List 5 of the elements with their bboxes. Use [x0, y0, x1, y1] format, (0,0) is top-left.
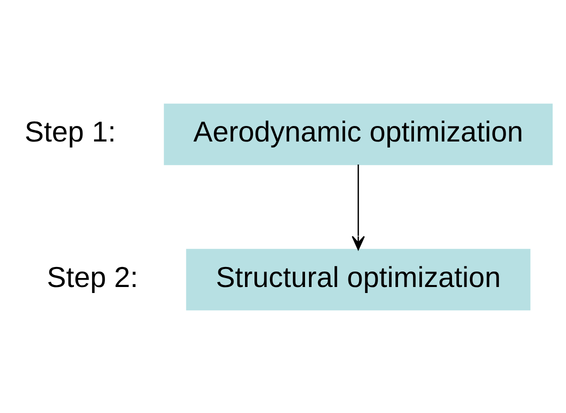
node-box: Aerodynamic optimization	[164, 103, 553, 165]
node-label: Step 2:	[46, 261, 138, 294]
node-box: Structural optimization	[186, 248, 530, 310]
arrow	[352, 164, 365, 250]
node-label: Step 1:	[24, 116, 116, 148]
